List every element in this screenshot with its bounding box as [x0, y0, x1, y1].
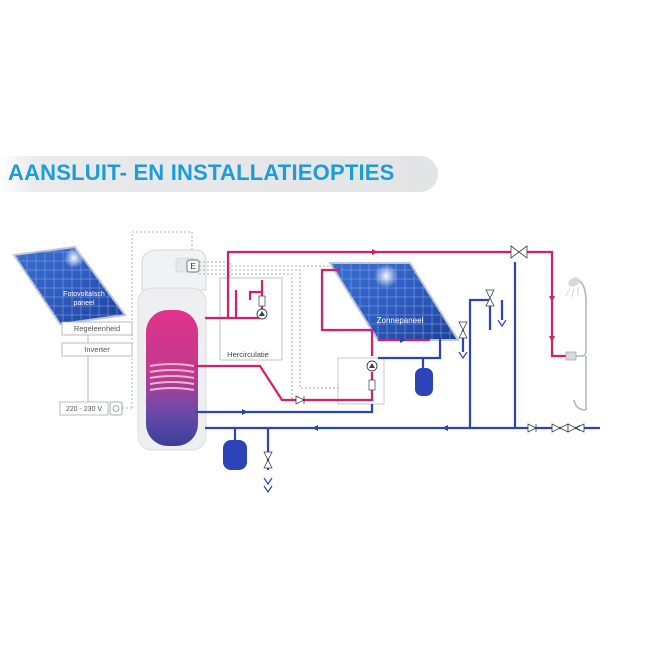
regulator-label: Regeleenheid: [74, 324, 120, 333]
voltage-label: 220 - 230 V: [66, 406, 103, 413]
control-box: E: [186, 259, 200, 273]
pv-panel: Fotovoltaïsch paneel: [12, 245, 127, 326]
control-label: E: [190, 262, 195, 271]
inverter-box: Inverter: [61, 342, 133, 357]
valve-icon: [263, 245, 585, 469]
pump-icon: [256, 295, 378, 391]
pv-panel-label-1: Fotovoltaïsch: [63, 291, 105, 298]
solar-panel-icon: Zonnepaneel: [328, 262, 460, 341]
page-title: AANSLUIT- EN INSTALLATIEOPTIES: [8, 160, 395, 185]
hot-water-pipes: [195, 250, 574, 402]
inverter-label: Inverter: [84, 345, 110, 354]
shower-icon: [565, 279, 587, 411]
heat-pump-tank-icon: [137, 249, 207, 451]
solar-station-box: [337, 357, 385, 405]
socket-icon: [109, 401, 123, 416]
regulator-box: Regeleenheid: [61, 321, 133, 336]
drain-icon: [263, 319, 507, 494]
flow-arrows: [242, 249, 580, 431]
pv-panel-label-2: paneel: [73, 300, 94, 307]
recirculation-label: Hercirculatie: [227, 350, 269, 359]
solar-panel-label: Zonnepaneel: [377, 316, 424, 325]
voltage-box: 220 - 230 V: [59, 401, 109, 416]
pv-electrical-chain: [87, 231, 193, 409]
expansion-vessel-icon: [223, 368, 433, 470]
shower-head-icon: [565, 277, 580, 298]
title-band: [0, 156, 438, 192]
